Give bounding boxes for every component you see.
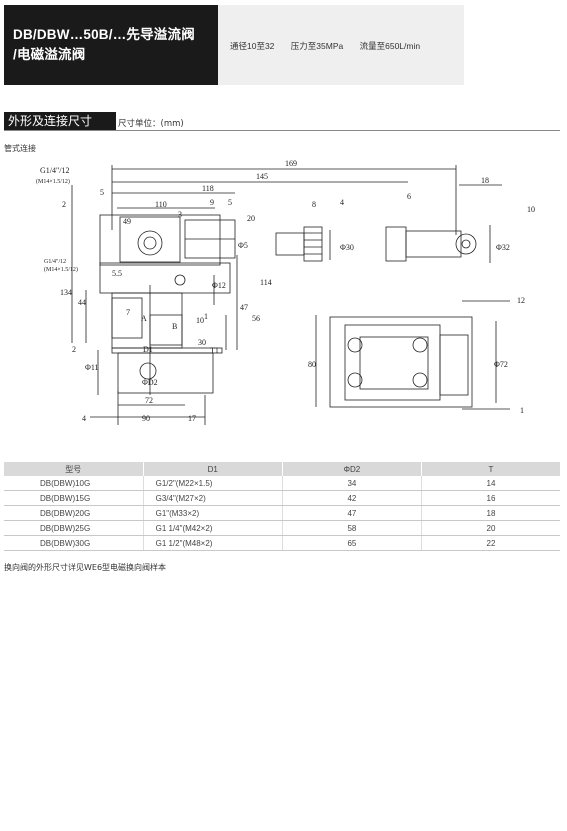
cell-t: 18 <box>420 505 560 521</box>
header-spec-block: 通径10至32 压力至35MPa 流量至650L/min <box>218 5 464 85</box>
title-line-1: DB/DBW…50B/…先导溢流阀 <box>13 27 195 42</box>
dim-90: 90 <box>142 414 150 423</box>
col-t: T <box>420 462 560 476</box>
cell-model: DB(DBW)10G <box>4 476 144 491</box>
cell-d1: G1 1/4"(M42×2) <box>142 520 283 536</box>
dim-5-5: 5.5 <box>112 269 122 278</box>
callout-5: 5 <box>228 198 232 207</box>
header-title-block: DB/DBW…50B/…先导溢流阀 /电磁溢流阀 <box>4 5 218 85</box>
callout-12: 12 <box>517 296 525 305</box>
cell-model: DB(DBW)20G <box>4 505 144 521</box>
dim-d1: D1 <box>143 345 153 354</box>
cell-d2: 58 <box>281 520 422 536</box>
dim-118: 118 <box>202 184 214 193</box>
callout-2: 2 <box>72 345 76 354</box>
section-divider <box>4 130 560 131</box>
dim-80: 80 <box>308 360 316 369</box>
table-row: DB(DBW)20G G1"(M33×2) 47 18 <box>4 505 560 521</box>
dim-20: 20 <box>247 214 255 223</box>
dim-2: 2 <box>62 200 66 209</box>
dim-phi5: Φ5 <box>238 241 248 250</box>
cell-d1: G3/4"(M27×2) <box>142 490 283 506</box>
thread-label-top: G1/4"/12 <box>40 166 70 175</box>
col-model: 型号 <box>4 462 144 476</box>
cell-d1: G1/2"(M22×1.5) <box>142 476 283 491</box>
col-d1: D1 <box>142 462 283 476</box>
spec-flow: 流量至650L/min <box>359 41 421 51</box>
callout-10: 10 <box>527 205 535 214</box>
table-row: DB(DBW)30G G1 1/2"(M48×2) 65 22 <box>4 535 560 551</box>
callout-6: 6 <box>407 192 411 201</box>
dim-phi32: Φ32 <box>496 243 510 252</box>
dim-49: 49 <box>123 217 131 226</box>
dim-5-top: 5 <box>100 188 104 197</box>
col-d2: ΦD2 <box>281 462 422 476</box>
callout-7: 7 <box>126 308 130 317</box>
cell-t: 14 <box>420 476 560 491</box>
dim-72: 72 <box>145 396 153 405</box>
section-title: 外形及连接尺寸 <box>4 112 116 130</box>
dim-110: 110 <box>155 200 167 209</box>
callout-8: 8 <box>312 200 316 209</box>
table-row: DB(DBW)15G G3/4"(M27×2) 42 16 <box>4 490 560 506</box>
port-b-label: B <box>172 322 177 331</box>
unit-label: 尺寸单位：(mm) <box>118 119 184 129</box>
dim-44: 44 <box>78 298 86 307</box>
dim-phi12: Φ12 <box>212 281 226 290</box>
cell-model: DB(DBW)15G <box>4 490 144 506</box>
dim-10: 10 <box>196 316 204 325</box>
cell-t: 20 <box>420 520 560 536</box>
cell-d2: 47 <box>281 505 422 521</box>
dim-134: 134 <box>60 288 72 297</box>
dim-18: 18 <box>481 176 489 185</box>
thread-sublabel-top: (M14×1.5/12) <box>36 178 70 185</box>
callout-1-side: 1 <box>204 312 208 321</box>
spec-summary: 通径10至32 压力至35MPa 流量至650L/min <box>230 40 434 52</box>
cell-d2: 42 <box>281 490 422 506</box>
callout-1-plan: 1 <box>520 406 524 415</box>
dim-169: 169 <box>285 159 297 168</box>
cell-model: DB(DBW)25G <box>4 520 144 536</box>
thread-sublabel-mid: (M14×1.5/12) <box>44 266 78 273</box>
cell-t: 16 <box>420 490 560 506</box>
dim-t1: T1 <box>210 346 219 355</box>
spec-pressure: 压力至35MPa <box>290 41 344 51</box>
dim-114: 114 <box>260 278 272 287</box>
dim-145: 145 <box>256 172 268 181</box>
cell-d1: G1 1/2"(M48×2) <box>142 535 283 551</box>
dim-phi72: Φ72 <box>494 360 508 369</box>
dim-56: 56 <box>252 314 260 323</box>
callout-3: 3 <box>178 210 182 219</box>
dim-17: 17 <box>188 414 196 423</box>
cell-model: DB(DBW)30G <box>4 535 144 551</box>
cell-d2: 34 <box>281 476 422 491</box>
dim-phi11: Φ11 <box>85 363 99 372</box>
dim-phid2: ΦD2 <box>142 378 158 387</box>
cell-t: 22 <box>420 535 560 551</box>
dim-47: 47 <box>240 303 248 312</box>
callout-9: 9 <box>210 198 214 207</box>
spec-size: 通径10至32 <box>230 41 275 51</box>
dim-4: 4 <box>82 414 86 423</box>
table-row: DB(DBW)25G G1 1/4"(M42×2) 58 20 <box>4 520 560 536</box>
callout-4: 4 <box>340 198 344 207</box>
dim-30: 30 <box>198 338 206 347</box>
cell-d2: 65 <box>281 535 422 551</box>
thread-label-mid: G1/4"/12 <box>44 259 66 265</box>
footnote: 换向阀的外形尺寸详见WE6型电磁换向阀样本 <box>4 563 167 572</box>
table-header-row: 型号 D1 ΦD2 T <box>4 462 560 476</box>
dimension-table: 型号 D1 ΦD2 T DB(DBW)10G G1/2"(M22×1.5) 34… <box>4 462 560 551</box>
connection-type-label: 管式连接 <box>4 144 36 153</box>
cell-d1: G1"(M33×2) <box>142 505 283 521</box>
table-row: DB(DBW)10G G1/2"(M22×1.5) 34 14 <box>4 476 560 491</box>
dimension-drawing: G1/4"/12 (M14×1.5/12) G1/4"/12 (M14×1.5/… <box>36 159 535 425</box>
port-a-label: A <box>141 314 147 323</box>
product-title: DB/DBW…50B/…先导溢流阀 /电磁溢流阀 <box>13 25 195 65</box>
dim-phi30: Φ30 <box>340 243 354 252</box>
title-line-2: /电磁溢流阀 <box>13 47 86 62</box>
